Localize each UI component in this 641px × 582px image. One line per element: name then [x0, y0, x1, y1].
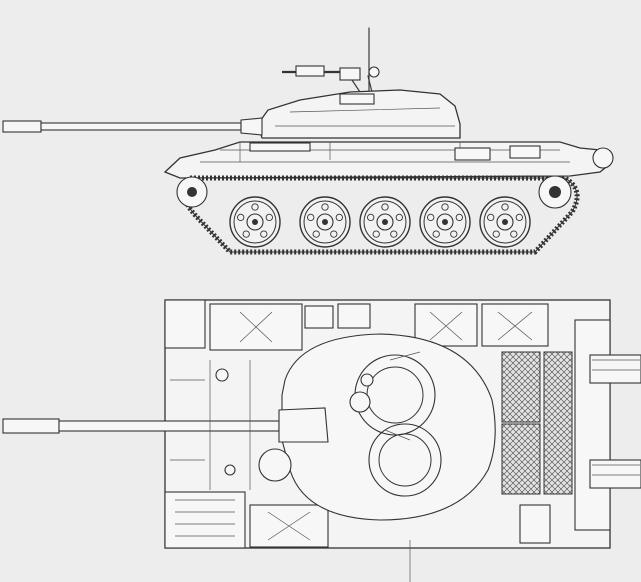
rear-fuel-drum [592, 147, 614, 169]
stowage-box [414, 303, 478, 347]
road-wheel [229, 196, 281, 248]
hull-side [163, 141, 611, 179]
rear-plate [574, 319, 611, 531]
top-view [2, 299, 641, 582]
anti-aircraft-machine-gun [282, 65, 380, 93]
stowage-box [481, 303, 549, 347]
driver-hatch [258, 448, 292, 482]
turret-top [281, 333, 496, 521]
main-gun-top [2, 407, 329, 443]
loader-hatch [368, 423, 442, 497]
engine-grille [501, 423, 541, 495]
main-gun-side [2, 117, 263, 136]
road-wheel [479, 196, 531, 248]
stowage-box [164, 299, 206, 349]
engine-grille [543, 351, 573, 495]
road-wheel [299, 196, 351, 248]
side-view [2, 27, 614, 255]
commander-cupola [339, 93, 375, 105]
engine-grille [501, 351, 541, 423]
road-wheel [419, 196, 471, 248]
road-wheel [359, 196, 411, 248]
